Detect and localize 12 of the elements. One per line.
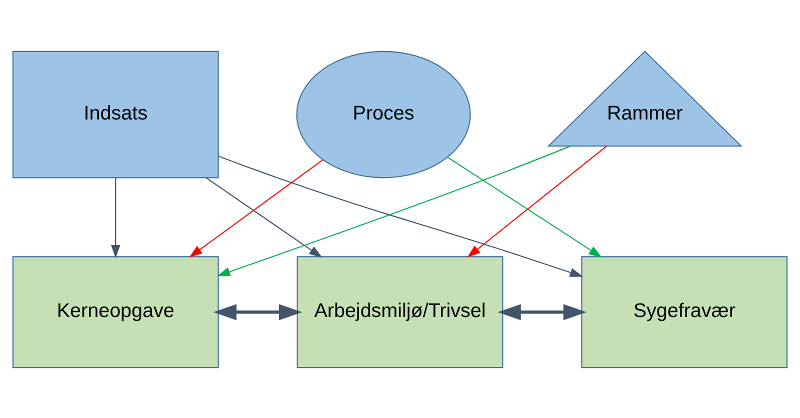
arrow [213,304,302,320]
node-box: Indsats [12,50,219,178]
arrow [189,159,324,257]
arrow [111,178,120,258]
arrow [498,304,586,320]
arrow [206,176,322,258]
node-ellipse: Proces [296,50,471,178]
arrow [447,156,602,258]
arrow [467,145,607,257]
node-box: Sygefravær [581,256,788,368]
node-box: Kerneopgave [12,256,219,368]
node-box: Arbejdsmiljø/Trivsel [296,256,504,368]
